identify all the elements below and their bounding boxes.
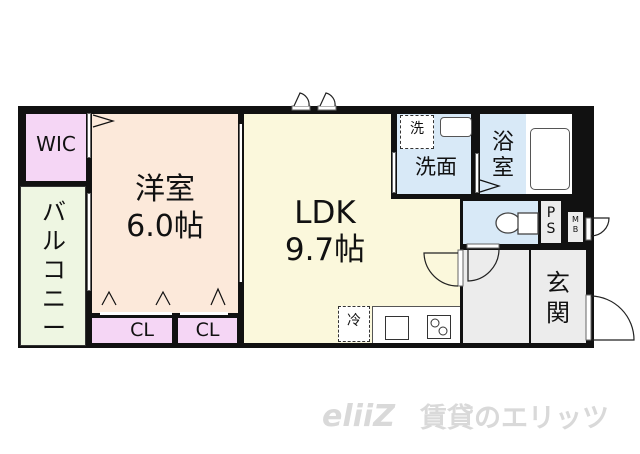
stove	[427, 315, 451, 339]
closet-door-rail	[180, 312, 228, 315]
bathroom-label: 浴 室	[491, 130, 514, 181]
balcony-label: バ ル コ ニ ー	[42, 198, 66, 342]
closet-1-label: CL	[130, 319, 154, 341]
window	[87, 193, 91, 291]
hallway	[463, 250, 529, 343]
closet-2-label: CL	[195, 319, 220, 341]
washer-space	[400, 115, 434, 149]
western-room	[92, 114, 238, 313]
window	[87, 113, 91, 158]
washroom-label: 洗面	[415, 155, 457, 179]
western-room-size: 6.0帖	[126, 209, 204, 244]
sink	[385, 316, 409, 340]
bath-door	[475, 153, 479, 193]
closet-2	[178, 318, 237, 343]
fridge-space	[338, 306, 370, 342]
entrance	[531, 250, 586, 343]
mb-label: M B	[572, 215, 579, 234]
balcony	[20, 186, 86, 346]
watermark-logo: eliiZ	[322, 399, 395, 434]
wic-label: WIC	[36, 132, 76, 156]
western-room-label: 洋室	[135, 172, 195, 207]
ps-label: P S	[546, 205, 556, 237]
ps-shaft	[541, 201, 561, 243]
washer-label: 洗	[410, 121, 424, 137]
wic-room	[26, 114, 86, 181]
bathtub	[530, 128, 570, 190]
watermark-text: 賃貸のエリッツ	[420, 403, 609, 434]
sliding-door	[239, 124, 242, 282]
entrance-label: 玄 関	[546, 269, 570, 327]
washroom-door	[392, 152, 396, 193]
ldk-size: 9.7帖	[284, 232, 366, 268]
wash-basin	[440, 117, 472, 137]
closet-door-rail	[100, 312, 172, 315]
ldk-label: LDK	[294, 195, 356, 231]
mb-box	[568, 212, 583, 242]
fridge-label: 冷	[347, 313, 361, 329]
closet-1	[92, 318, 172, 343]
